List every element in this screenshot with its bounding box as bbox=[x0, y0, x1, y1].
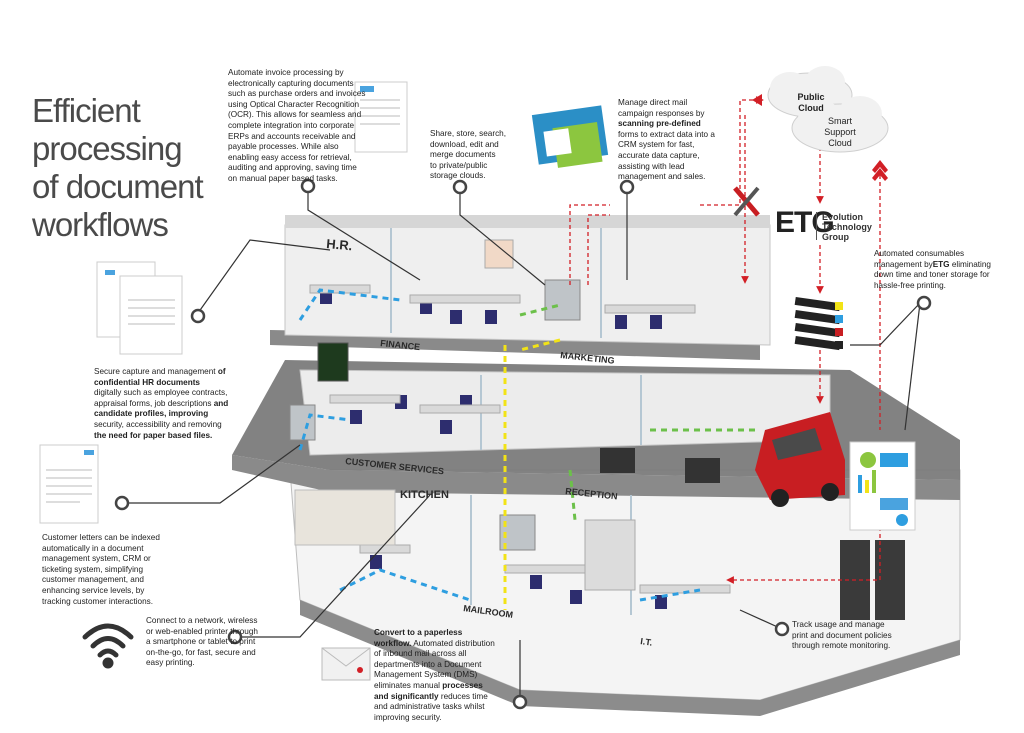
report-charts-icon bbox=[849, 441, 916, 531]
room-label-hr: H.R. bbox=[326, 236, 353, 253]
envelope-icon bbox=[321, 647, 371, 681]
shelving bbox=[584, 519, 636, 591]
title-line: processing bbox=[32, 130, 183, 167]
glass-partition bbox=[470, 495, 472, 605]
room-label-kitchen: KITCHEN bbox=[400, 489, 449, 501]
green-flow-path bbox=[519, 303, 760, 521]
etg-divider bbox=[816, 212, 817, 240]
title-line: Efficient bbox=[32, 92, 141, 129]
customer-letter-icon bbox=[39, 444, 99, 524]
callout-markers bbox=[114, 178, 932, 710]
wall-chart bbox=[484, 239, 514, 269]
red-dashed-connections bbox=[569, 96, 881, 584]
title-line: workflows bbox=[32, 206, 169, 243]
smart-support-cloud-icon bbox=[791, 96, 889, 153]
etg-logo: ETG bbox=[775, 206, 835, 239]
yellow-flow-path bbox=[503, 338, 561, 610]
glass-partition bbox=[640, 375, 642, 445]
top-wall bbox=[285, 215, 770, 228]
invoice-document-icon bbox=[354, 81, 408, 153]
delivery-van-icon bbox=[755, 412, 845, 507]
leader-lines bbox=[122, 180, 921, 705]
direct-mail-form-icon bbox=[531, 105, 609, 168]
page-title: Efficient processing of document workflo… bbox=[32, 92, 242, 244]
glass-partition bbox=[600, 228, 602, 338]
hr-callout-text: Secure capture and management of confide… bbox=[94, 367, 229, 440]
etg-name: Evolution Technology Group bbox=[822, 212, 872, 242]
toner-cartridges-icon bbox=[794, 296, 843, 351]
sofa bbox=[600, 448, 635, 473]
title-line: of document bbox=[32, 168, 204, 205]
printer-icon bbox=[544, 279, 581, 321]
room-label-it: I.T. bbox=[640, 636, 653, 648]
smart-support-cloud-label: Smart Support Cloud bbox=[824, 116, 856, 148]
public-cloud-label: Public Cloud bbox=[797, 92, 825, 113]
blue-flow-path bbox=[298, 288, 701, 602]
middle-floor bbox=[299, 369, 831, 456]
display-board bbox=[317, 342, 349, 382]
desks bbox=[309, 284, 731, 594]
printer-icon bbox=[289, 404, 316, 441]
consumables-callout-text: Automated consumables management byETG e… bbox=[874, 249, 991, 290]
paperless-callout-text: Convert to a paperless workflow. Automat… bbox=[374, 628, 495, 722]
sofa bbox=[685, 458, 720, 483]
kitchen-units bbox=[294, 489, 396, 546]
glass-partition bbox=[390, 228, 392, 333]
hr-documents-icon bbox=[96, 261, 183, 355]
tools-icon bbox=[733, 186, 760, 217]
ground-floor-edge bbox=[300, 600, 960, 716]
wireless-icon bbox=[82, 623, 134, 669]
room-label-finance: FINANCE bbox=[380, 338, 421, 352]
direct-mail-callout-text: Manage direct mail campaign responses by… bbox=[618, 98, 715, 182]
